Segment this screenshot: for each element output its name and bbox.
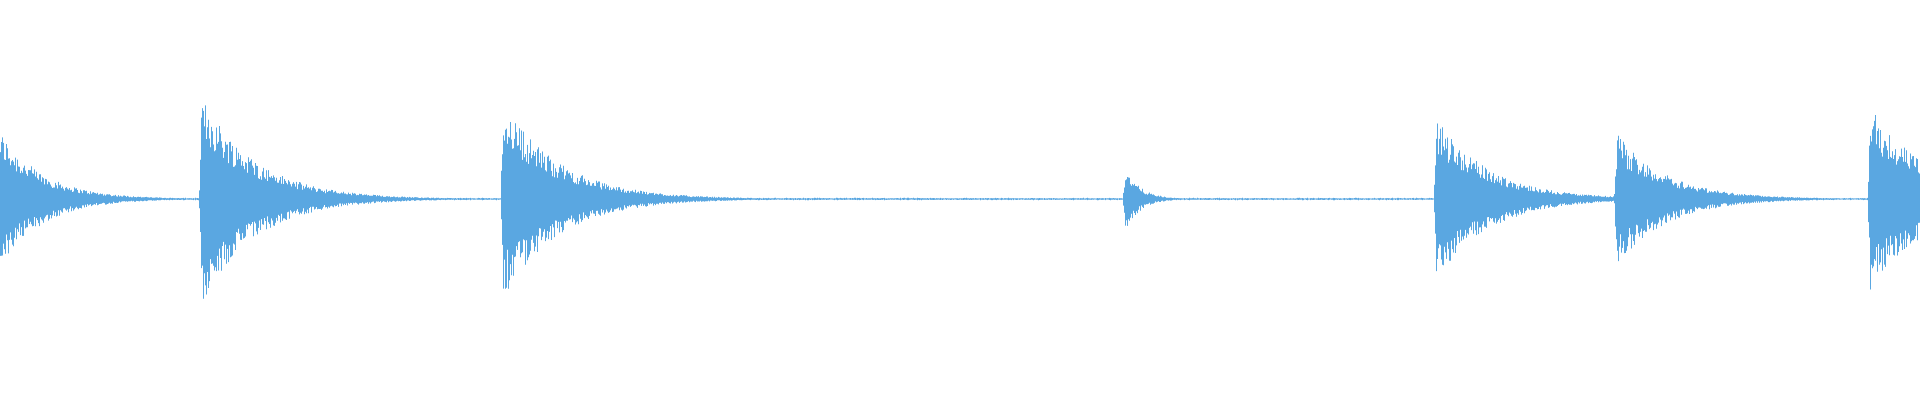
waveform-trace	[0, 105, 1920, 299]
waveform-amplitude	[0, 105, 1920, 299]
